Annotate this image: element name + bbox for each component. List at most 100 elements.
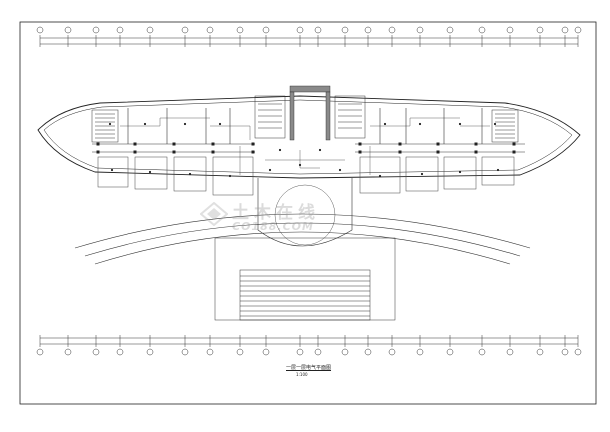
- axis-bubble: [506, 26, 514, 34]
- stair-center-left: [254, 95, 286, 139]
- axis-bubble: [64, 348, 72, 356]
- light-fixture-icon: [420, 172, 424, 176]
- light-fixture-icon: [188, 172, 192, 176]
- column: [512, 142, 516, 146]
- axis-bubble: [341, 26, 349, 34]
- axis-bubble: [64, 26, 72, 34]
- axis-bubble: [36, 26, 44, 34]
- light-fixture-icon: [183, 122, 187, 126]
- column: [172, 142, 176, 146]
- column: [133, 142, 137, 146]
- axis-bubble: [236, 26, 244, 34]
- axis-bubble: [574, 348, 582, 356]
- watermark-logo-icon: [200, 202, 228, 226]
- axis-bubble: [116, 348, 124, 356]
- light-fixture-icon: [338, 168, 342, 172]
- light-fixture-icon: [148, 170, 152, 174]
- axis-bubble: [478, 26, 486, 34]
- axis-bubble: [364, 348, 372, 356]
- axis-bubble: [181, 26, 189, 34]
- column: [398, 150, 402, 154]
- curved-canopy: [74, 213, 531, 265]
- light-fixture-icon: [298, 163, 302, 167]
- axis-bubble: [146, 26, 154, 34]
- axis-bubble: [314, 348, 322, 356]
- axis-bubble: [446, 26, 454, 34]
- column: [251, 142, 255, 146]
- axis-bubble: [416, 26, 424, 34]
- column: [133, 150, 137, 154]
- axis-bubble: [92, 348, 100, 356]
- axis-bubble: [236, 348, 244, 356]
- axis-bubble: [116, 26, 124, 34]
- column: [96, 150, 100, 154]
- axis-bubble: [536, 26, 544, 34]
- axis-bubble: [446, 348, 454, 356]
- column: [211, 142, 215, 146]
- column: [211, 150, 215, 154]
- axis-bubble: [388, 348, 396, 356]
- column: [358, 142, 362, 146]
- column: [436, 142, 440, 146]
- column: [172, 150, 176, 154]
- axis-bubble: [262, 348, 270, 356]
- front-steps: [214, 237, 396, 321]
- watermark-url: CO188.COM: [232, 220, 314, 233]
- axis-bubble: [536, 348, 544, 356]
- light-fixture-icon: [218, 122, 222, 126]
- axis-bubble: [314, 26, 322, 34]
- axis-bubble: [181, 348, 189, 356]
- axis-bubble: [146, 348, 154, 356]
- light-fixture-icon: [278, 148, 282, 152]
- axis-bubble: [506, 348, 514, 356]
- light-fixture-icon: [108, 122, 112, 126]
- light-fixture-icon: [418, 122, 422, 126]
- column: [251, 150, 255, 154]
- top-axis-bubbles: [36, 26, 582, 34]
- central-core: [289, 85, 331, 141]
- axis-bubble: [416, 348, 424, 356]
- stair-right: [491, 109, 519, 143]
- column: [398, 142, 402, 146]
- axis-bubble: [92, 26, 100, 34]
- columns: [96, 142, 516, 154]
- light-fixture-icon: [268, 168, 272, 172]
- top-dimension-lines: [39, 35, 579, 47]
- electrical-wiring: [120, 117, 490, 175]
- light-fixture-icon: [143, 122, 147, 126]
- axis-bubble: [206, 348, 214, 356]
- light-fixture-icon: [318, 148, 322, 152]
- column: [474, 150, 478, 154]
- light-fixture-icon: [496, 168, 500, 172]
- light-fixture-icon: [458, 170, 462, 174]
- stair-center-right: [334, 95, 366, 139]
- bottom-axis-bubbles: [36, 348, 582, 356]
- drawing-title: 一层一层电气平面图: [286, 365, 332, 371]
- axis-bubble: [262, 26, 270, 34]
- axis-bubble: [478, 348, 486, 356]
- interior-walls: [92, 108, 525, 153]
- light-fixtures: [108, 122, 500, 178]
- axis-bubble: [561, 26, 569, 34]
- stair-left: [91, 109, 119, 143]
- building-outline: [37, 95, 581, 179]
- rooms-lower-right: [359, 156, 515, 194]
- column: [96, 142, 100, 146]
- light-fixture-icon: [458, 122, 462, 126]
- rooms-lower-left: [97, 156, 254, 196]
- axis-bubble: [296, 348, 304, 356]
- axis-bubble: [388, 26, 396, 34]
- axis-bubble: [561, 348, 569, 356]
- light-fixture-icon: [493, 122, 497, 126]
- drawing-scale: 1:100: [296, 372, 308, 377]
- light-fixture-icon: [110, 168, 114, 172]
- axis-bubble: [296, 26, 304, 34]
- light-fixture-icon: [378, 174, 382, 178]
- watermark-text: 土木在线: [232, 203, 320, 223]
- axis-bubble: [36, 348, 44, 356]
- sheet-border: [19, 21, 597, 405]
- light-fixture-icon: [228, 174, 232, 178]
- column: [358, 150, 362, 154]
- column: [474, 142, 478, 146]
